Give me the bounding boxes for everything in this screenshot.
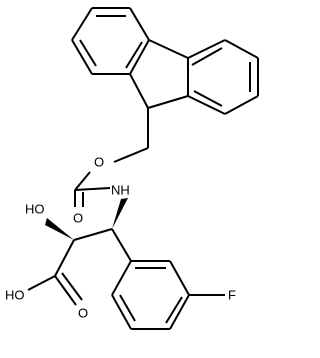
- bond: [73, 228, 113, 241]
- fluorine-label: F: [228, 287, 236, 302]
- double-bond-inner: [125, 41, 143, 69]
- acid-carbonyl-oxygen-label: O: [78, 305, 88, 320]
- bond: [111, 260, 132, 296]
- bond: [54, 239, 75, 277]
- double-bond-inner: [79, 39, 97, 67]
- wedge-bond: [112, 198, 128, 229]
- acid-hydroxyl-label: HO: [5, 287, 25, 302]
- bond: [129, 73, 149, 109]
- double-bond-inner: [193, 90, 223, 107]
- bond: [224, 95, 259, 115]
- double-bond-inner: [191, 47, 223, 66]
- fluorene-left-ring: [71, 7, 150, 75]
- wedge-bond: [45, 218, 74, 240]
- double-bond-inner: [61, 272, 83, 301]
- bond: [129, 7, 150, 41]
- bond: [169, 260, 190, 296]
- bond: [148, 39, 189, 59]
- hydroxyl-label: HO: [25, 201, 45, 216]
- bond: [54, 275, 77, 306]
- bond: [74, 187, 111, 191]
- bond: [71, 7, 93, 41]
- double-bond-inner: [165, 296, 183, 324]
- bond: [169, 294, 190, 330]
- carbonyl-oxygen-label: O: [73, 210, 83, 225]
- ester-oxygen-label: O: [94, 154, 104, 169]
- bond: [27, 275, 56, 291]
- bond: [224, 39, 259, 59]
- structure-canvas: O O NH HO HO O: [5, 7, 259, 330]
- bond: [74, 171, 91, 191]
- bond: [187, 95, 226, 115]
- fluorene-right-ring: [187, 39, 259, 115]
- fluorene-five-ring: [129, 39, 189, 109]
- amide-nitrogen-label: NH: [111, 182, 130, 197]
- bond: [113, 147, 149, 163]
- bond: [129, 39, 150, 75]
- bond: [111, 228, 132, 262]
- bond: [111, 294, 132, 330]
- fluorophenyl-ring: [111, 260, 190, 330]
- bond: [147, 95, 189, 109]
- chemical-structure-diagram: O O NH HO HO O: [5, 7, 259, 330]
- bond: [71, 39, 93, 75]
- double-bond-inner: [119, 294, 136, 322]
- bond: [187, 39, 226, 59]
